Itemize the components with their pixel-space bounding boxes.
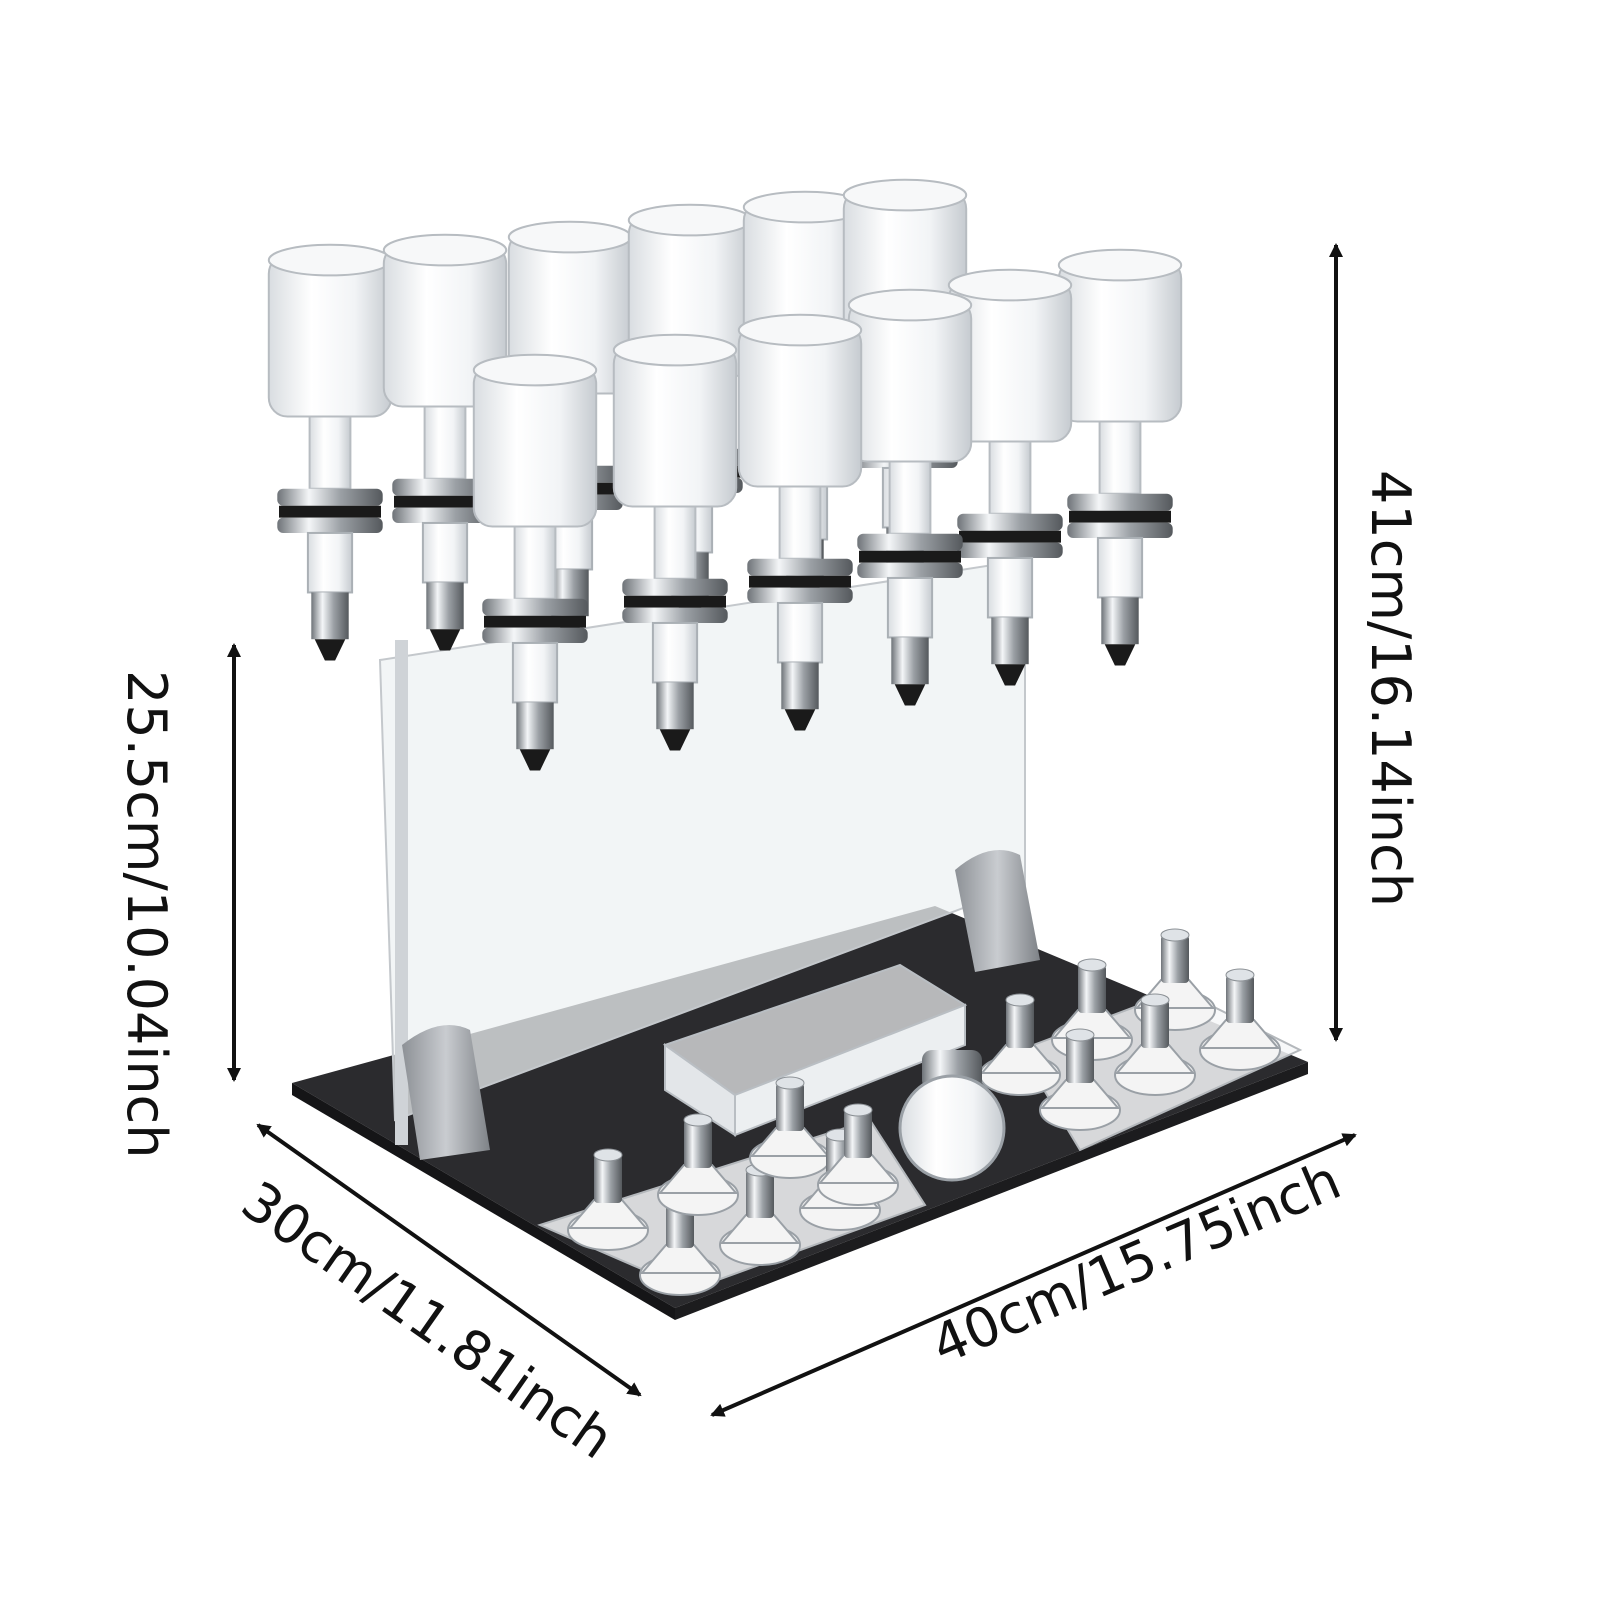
bottle-holder	[1199, 968, 1281, 1071]
bottle-dispenser	[612, 333, 738, 751]
height-frame-label: 25.5cm/10.04inch	[115, 670, 178, 1158]
height-total-label: 41cm/16.14inch	[1359, 470, 1422, 907]
bottle-holder	[1039, 1028, 1121, 1131]
bottle-holder	[979, 993, 1061, 1096]
bottle-dispenser	[847, 288, 973, 706]
panel-stand-right	[955, 850, 1040, 972]
bottle-dispenser	[1057, 248, 1183, 666]
bottle-dispenser	[267, 243, 393, 661]
width-arrow	[710, 1133, 1357, 1417]
depth-arrow	[256, 1123, 642, 1397]
bottle-dispensers	[267, 178, 1183, 771]
bottle-dispenser	[737, 313, 863, 731]
bottle-dispenser	[472, 353, 598, 771]
bottle-holder	[1114, 993, 1196, 1096]
bottle-dispenser	[947, 268, 1073, 686]
